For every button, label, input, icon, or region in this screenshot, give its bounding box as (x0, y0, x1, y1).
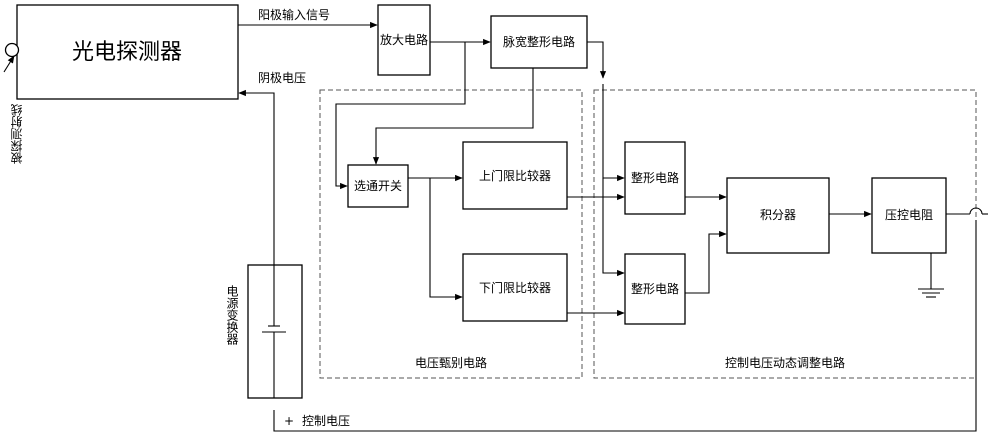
amplifier-block (377, 4, 431, 76)
anode-signal-label: 阳极输入信号 (258, 7, 330, 22)
shaper-out-wire-top (587, 41, 607, 79)
integrator-block (726, 177, 830, 254)
radiation-source-icon (4, 42, 20, 58)
radiation-source-label: 被探测射线 (10, 104, 24, 164)
integrator-label: 积分器 (760, 208, 796, 222)
photodetector-label: 光电探测器 (72, 40, 182, 65)
upper-comparator-block (462, 141, 568, 210)
control-voltage-loop-wire (273, 220, 977, 432)
shaper-lower-block (624, 253, 686, 325)
plus-sign: + (284, 414, 294, 428)
shaper-to-upper-shaper-wire (602, 84, 625, 182)
control-voltage-label: 控制电压 (302, 414, 350, 428)
shaper-lower-label: 整形电路 (631, 281, 679, 296)
shaper-to-gate-wire (372, 68, 534, 165)
gate-to-lower-wire (429, 178, 463, 301)
photodetector-block (16, 4, 239, 100)
lower-comparator-block (462, 253, 568, 322)
radiation-arrow-icon (3, 55, 15, 73)
shaper-upper-label: 整形电路 (631, 170, 679, 185)
screening-group-label: 电压甄别电路 (415, 355, 487, 370)
lower-comparator-label: 下门限比较器 (479, 280, 551, 295)
gate-switch-label: 选通开关 (354, 179, 402, 193)
shaper-to-lower-shaper-wire (602, 178, 625, 277)
pulse-shaper-label: 脉宽整形电路 (503, 34, 575, 49)
gate-switch-block (347, 164, 409, 208)
crossing-hump (969, 207, 983, 215)
upper-comparator-label: 上门限比较器 (479, 168, 551, 183)
screening-group-outline (319, 89, 583, 379)
shaper-upper-block (624, 141, 686, 215)
voltage-controlled-resistor-block (871, 177, 947, 254)
cathode-voltage-label: 阴极电压 (258, 71, 306, 85)
dynamic-adjust-group-outline (593, 89, 977, 379)
voltage-controlled-resistor-label: 压控电阻 (885, 208, 933, 222)
power-converter-label: 电源变换器 (225, 285, 239, 346)
cathode-voltage-wire (238, 89, 275, 265)
lower-shaper-to-integrator-wire (685, 230, 727, 294)
amp-to-gate-wire (335, 42, 466, 190)
dynamic-adjust-group-label: 控制电压动态调整电路 (725, 355, 845, 370)
pulse-shaper-block (490, 15, 588, 69)
amplifier-label: 放大电路 (380, 32, 428, 47)
